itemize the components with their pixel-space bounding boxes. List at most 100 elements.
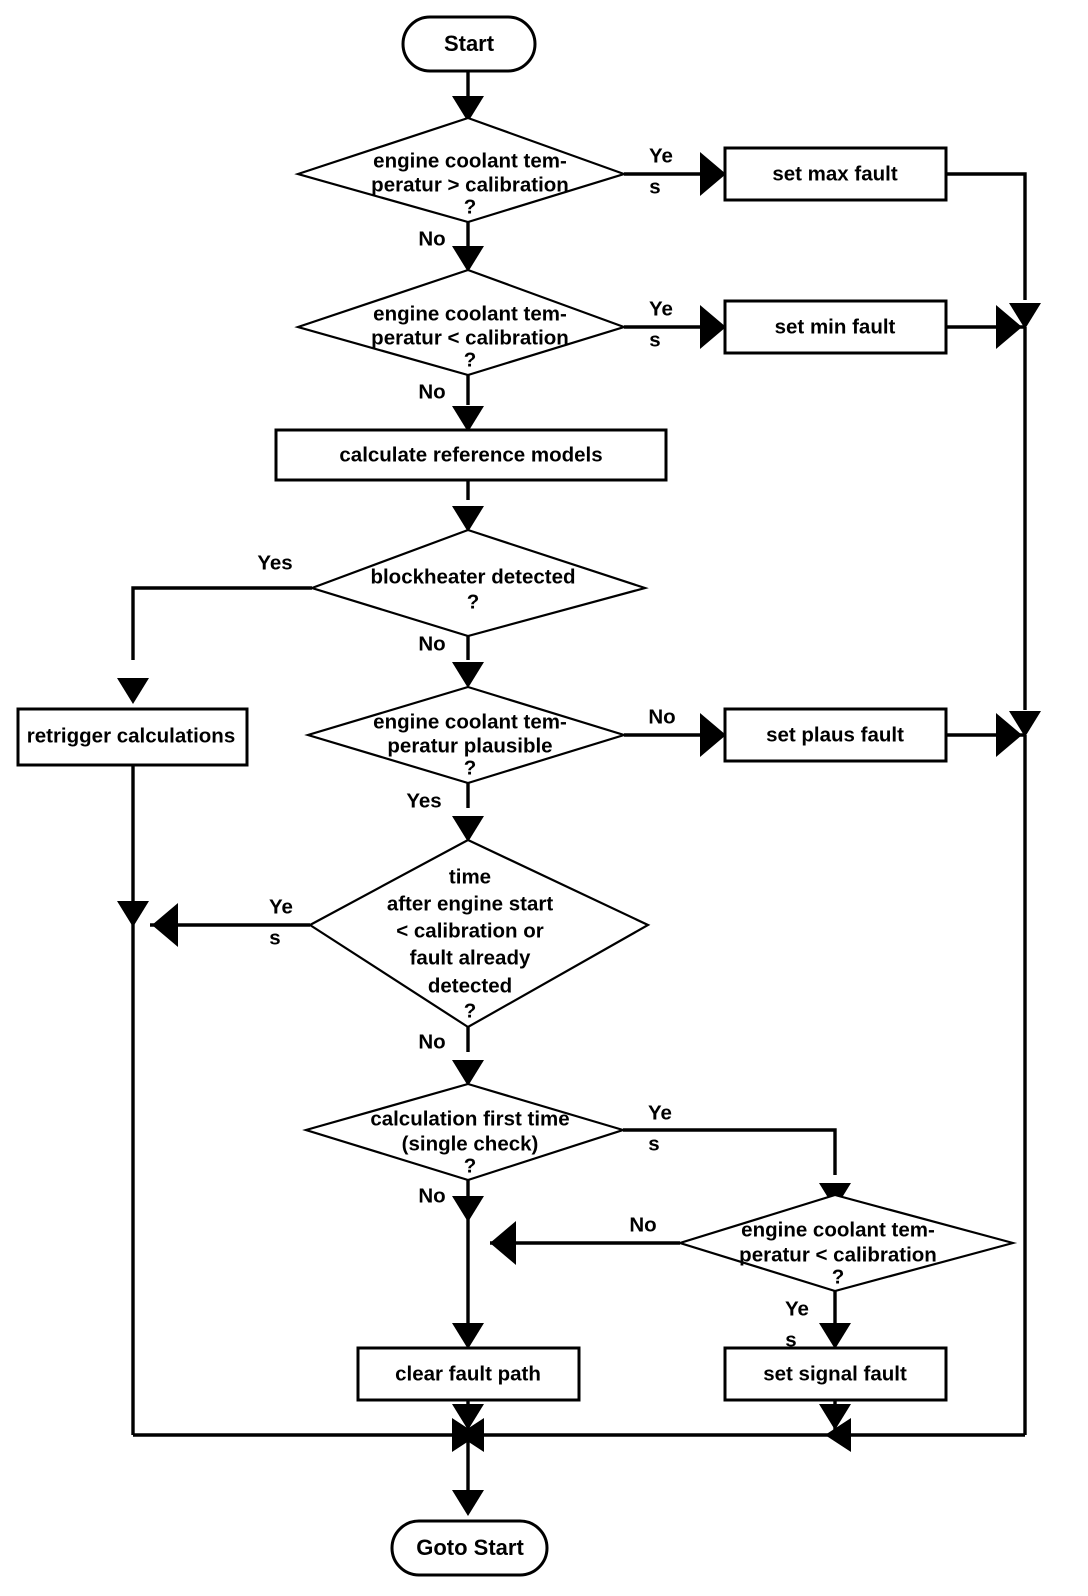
edge-label-sig-no: No [629,1213,656,1236]
arrowhead [117,678,149,704]
arrowhead [825,1418,851,1452]
goto-start-label: Goto Start [416,1535,524,1560]
node-decision-signal-temp[interactable]: engine coolant tem- peratur < calibratio… [676,1193,1018,1293]
arrowhead [452,1490,484,1516]
edge-label-block-yes: Yes [257,551,292,574]
set-signal-fault-label: set signal fault [763,1362,907,1385]
set-max-fault-shape [723,146,948,202]
edge-label-time-yes-a: Ye [269,895,293,918]
decision-first-line2: (single check) [402,1132,539,1155]
edge-label-first-yes-b: s [648,1132,659,1155]
node-decision-max-temp[interactable]: engine coolant tem- peratur > calibratio… [294,116,628,224]
decision-max-line2: peratur > calibration [371,173,569,196]
decision-min-line1: engine coolant tem- [373,302,567,325]
set-max-fault-label: set max fault [772,162,897,185]
decision-time-line6: ? [464,999,477,1022]
edge-label-sig-yes-b: s [785,1328,796,1351]
node-decision-min-temp[interactable]: engine coolant tem- peratur < calibratio… [294,268,628,377]
node-clear-fault-path[interactable]: clear fault path [356,1346,581,1402]
decision-max-shape [294,116,628,224]
arrowhead [996,713,1022,757]
edge-bmax-to-bus [946,172,1027,300]
node-set-plaus-fault[interactable]: set plaus fault [723,707,948,763]
edge-dfirst-yes [623,1128,837,1175]
decision-time-line1: time [449,865,491,888]
edge-label-max-yes-b: s [649,175,660,198]
node-decision-first-time[interactable]: calculation first time (single check) ? [302,1082,627,1182]
arrowhead [452,1323,484,1349]
edge-label-first-no: No [418,1184,445,1207]
decision-plausible-shape [304,685,628,785]
decision-min-line3: ? [464,348,477,371]
edge-label-plaus-no: No [648,705,675,728]
arrowhead [700,152,726,196]
arrowhead [458,1418,484,1452]
node-calculate-reference-models[interactable]: calculate reference models [274,428,668,482]
decision-max-line1: engine coolant tem- [373,149,567,172]
retrigger-label: retrigger calculations [27,724,235,747]
edge-label-first-yes-a: Ye [648,1101,672,1124]
edge-label-time-yes-b: s [269,926,280,949]
decision-min-line2: peratur < calibration [371,326,569,349]
decision-time-line4: fault already [410,946,531,969]
arrowhead [700,305,726,349]
node-retrigger-calculations[interactable]: retrigger calculations [16,707,249,767]
arrowhead [700,713,726,757]
decision-blockheater-line1: blockheater detected [370,565,575,588]
retrigger-shape [16,707,249,767]
set-plaus-fault-shape [723,707,948,763]
decision-first-line3: ? [464,1154,477,1177]
decision-time-line5: detected [428,974,512,997]
decision-time-shape [307,838,651,1029]
node-decision-plausible[interactable]: engine coolant tem- peratur plausible ? [304,685,628,785]
node-goto-start[interactable]: Goto Start [390,1519,549,1577]
decision-plausible-line1: engine coolant tem- [373,710,567,733]
edge-label-sig-yes-a: Ye [785,1297,809,1320]
node-set-signal-fault[interactable]: set signal fault [723,1346,948,1402]
goto-start-shape [390,1519,549,1577]
arrowhead [1009,303,1041,329]
clear-fault-path-shape [356,1346,581,1402]
edge-label-time-no: No [418,1030,445,1053]
node-start[interactable]: Start [401,15,537,73]
set-signal-fault-shape [723,1346,948,1402]
start-terminator-shape [401,15,537,73]
set-min-fault-shape [723,299,948,355]
node-set-min-fault[interactable]: set min fault [723,299,948,355]
node-decision-time-after-start[interactable]: time after engine start < calibration or… [307,838,651,1029]
decision-max-line3: ? [464,195,477,218]
decision-first-time-shape [302,1082,627,1182]
arrowhead [996,305,1022,349]
node-set-max-fault[interactable]: set max fault [723,146,948,202]
edge-label-min-no: No [418,380,445,403]
arrowhead [819,1404,851,1430]
calc-ref-models-label: calculate reference models [339,443,602,466]
arrowhead [452,506,484,532]
arrowhead [1009,711,1041,737]
arrowhead [452,1060,484,1086]
decision-blockheater-shape [308,528,649,638]
edge-label-block-no: No [418,632,445,655]
decision-signal-line1: engine coolant tem- [741,1218,935,1241]
decision-time-line2: after engine start [387,892,553,915]
arrowhead [117,901,149,927]
decision-signal-shape [676,1193,1018,1293]
node-decision-blockheater[interactable]: blockheater detected ? [308,528,649,638]
edge-label-min-yes-b: s [649,328,660,351]
edge-label-min-yes-a: Ye [649,297,673,320]
arrowhead [490,1221,516,1265]
edge-label-max-no: No [418,227,445,250]
arrowhead [819,1323,851,1349]
decision-first-line1: calculation first time [370,1107,569,1130]
arrowhead [452,816,484,842]
decision-signal-line3: ? [832,1265,845,1288]
arrowhead [452,1404,484,1430]
arrowhead [452,1196,484,1222]
decision-plausible-line2: peratur plausible [387,734,552,757]
edge-label-max-yes-a: Ye [649,144,673,167]
set-min-fault-label: set min fault [775,315,896,338]
calc-ref-models-shape [274,428,668,482]
decision-signal-line2: peratur < calibration [739,1243,937,1266]
decision-min-shape [294,268,628,377]
